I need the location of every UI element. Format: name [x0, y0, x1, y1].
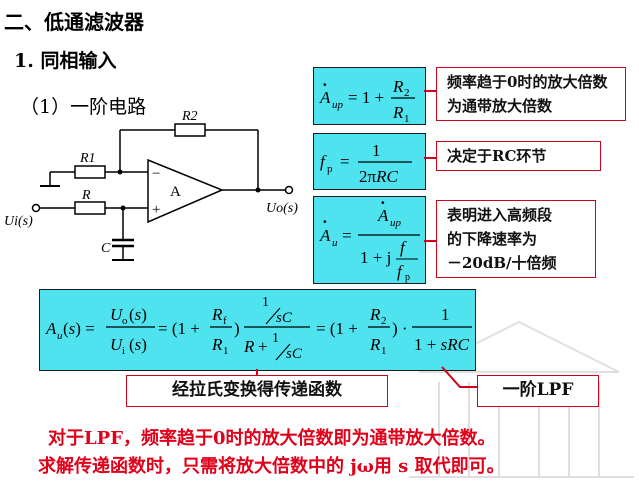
- svg-text:1: 1: [404, 113, 410, 124]
- subsection-heading: 1. 同相输入: [14, 50, 117, 72]
- svg-text:1: 1: [272, 331, 279, 346]
- note-rolloff-line1: 表明进入高频段: [447, 206, 553, 224]
- svg-text:(s): (s): [129, 335, 147, 354]
- svg-text:u: u: [57, 330, 63, 342]
- svg-text:2πRC: 2πRC: [359, 167, 398, 186]
- note-laplace-text: 经拉氏变换得传递函数: [172, 380, 342, 400]
- svg-text:(s) =: (s) =: [63, 319, 95, 338]
- svg-text:1: 1: [441, 305, 450, 324]
- svg-text:2: 2: [381, 315, 387, 327]
- footer-line-1: 对于LPF，频率趋于0时的放大倍数即为通带放大倍数。: [48, 428, 496, 449]
- svg-text:R: R: [211, 335, 223, 354]
- svg-text:R: R: [369, 335, 381, 354]
- svg-text:p: p: [405, 272, 410, 283]
- svg-text:): ): [234, 319, 240, 338]
- svg-text:+: +: [258, 337, 268, 356]
- note-lpf-text: 一阶LPF: [502, 380, 574, 400]
- label-r1: R1: [79, 151, 96, 166]
- svg-text:·: ·: [322, 212, 328, 231]
- svg-text:up: up: [332, 99, 344, 111]
- svg-text:f: f: [397, 262, 404, 281]
- svg-text:u: u: [332, 237, 338, 249]
- svg-text:U: U: [110, 335, 124, 354]
- svg-text:1: 1: [381, 345, 387, 357]
- svg-text:(s): (s): [129, 305, 147, 324]
- svg-text:f: f: [400, 238, 407, 257]
- circuit-title: （1）一阶电路: [20, 96, 147, 118]
- svg-text:p: p: [327, 163, 333, 175]
- svg-text:A: A: [319, 226, 331, 245]
- svg-text:i: i: [122, 345, 125, 357]
- inverting-sign: −: [152, 166, 160, 182]
- svg-text:f: f: [223, 315, 227, 327]
- svg-text:= (1 +: = (1 +: [316, 319, 358, 338]
- connector-3: [424, 240, 436, 242]
- svg-text:f: f: [320, 152, 327, 171]
- svg-text:sC: sC: [276, 310, 293, 326]
- label-output: Uo(s): [266, 201, 298, 216]
- svg-text:A: A: [45, 319, 57, 338]
- connector-1: [424, 90, 436, 92]
- connector-2: [424, 157, 436, 159]
- note-lpf: 一阶LPF: [477, 375, 599, 407]
- connector-4: [256, 369, 258, 375]
- note-rolloff: 表明进入高频段 的下降速率为 －20dB/十倍频: [436, 200, 596, 278]
- svg-text:R: R: [369, 305, 381, 324]
- note-laplace: 经拉氏变换得传递函数: [126, 375, 388, 407]
- svg-text:) ·: ) ·: [392, 319, 408, 338]
- section-heading: 二、低通滤波器: [4, 10, 144, 34]
- note-rolloff-line3: －20dB/十倍频: [447, 254, 557, 272]
- footer-line-2: 求解传递函数时，只需将放大倍数中的 jω用 s 取代即可。: [38, 456, 505, 477]
- formula-box-fp: f p = 1 2πRC: [313, 133, 426, 190]
- svg-text:R: R: [392, 77, 404, 96]
- note-rc-text: 决定于RC环节: [447, 147, 547, 165]
- svg-text:1: 1: [223, 345, 229, 357]
- svg-text:=: =: [340, 152, 350, 171]
- svg-text:sC: sC: [286, 346, 303, 362]
- formula-fp: f p = 1 2πRC: [320, 141, 412, 186]
- svg-text:1 + j: 1 + j: [360, 248, 391, 267]
- svg-text:1 + sRC: 1 + sRC: [414, 335, 470, 354]
- svg-text:R: R: [243, 337, 255, 356]
- svg-text:R: R: [392, 103, 404, 122]
- label-c: C: [101, 241, 111, 256]
- note-rc: 决定于RC环节: [436, 141, 601, 171]
- svg-text:2: 2: [404, 87, 410, 99]
- opamp-label: A: [170, 184, 181, 200]
- svg-text:A: A: [377, 206, 389, 225]
- svg-text:·: ·: [322, 75, 328, 94]
- svg-text:o: o: [122, 315, 128, 327]
- svg-text:·: ·: [380, 197, 386, 212]
- svg-text:A: A: [319, 88, 331, 107]
- note-passband-gain-text: 频率趋于0时的放大倍数为通带放大倍数: [447, 73, 608, 115]
- connector-5: [441, 366, 477, 388]
- label-input: Ui(s): [4, 214, 33, 229]
- svg-text:1: 1: [372, 141, 381, 160]
- label-r2: R2: [181, 109, 198, 124]
- svg-text:= (1 +: = (1 +: [158, 319, 200, 338]
- note-passband-gain: 频率趋于0时的放大倍数为通带放大倍数: [436, 67, 626, 121]
- svg-text:= 1 +: = 1 +: [348, 88, 384, 107]
- note-rolloff-line2: 的下降速率为: [447, 230, 538, 248]
- svg-text:=: =: [342, 226, 352, 245]
- noninverting-sign: +: [152, 202, 160, 218]
- svg-text:U: U: [110, 305, 124, 324]
- label-r: R: [81, 188, 91, 203]
- svg-text:1: 1: [262, 295, 269, 310]
- svg-text:up: up: [390, 217, 402, 229]
- svg-text:R: R: [211, 305, 223, 324]
